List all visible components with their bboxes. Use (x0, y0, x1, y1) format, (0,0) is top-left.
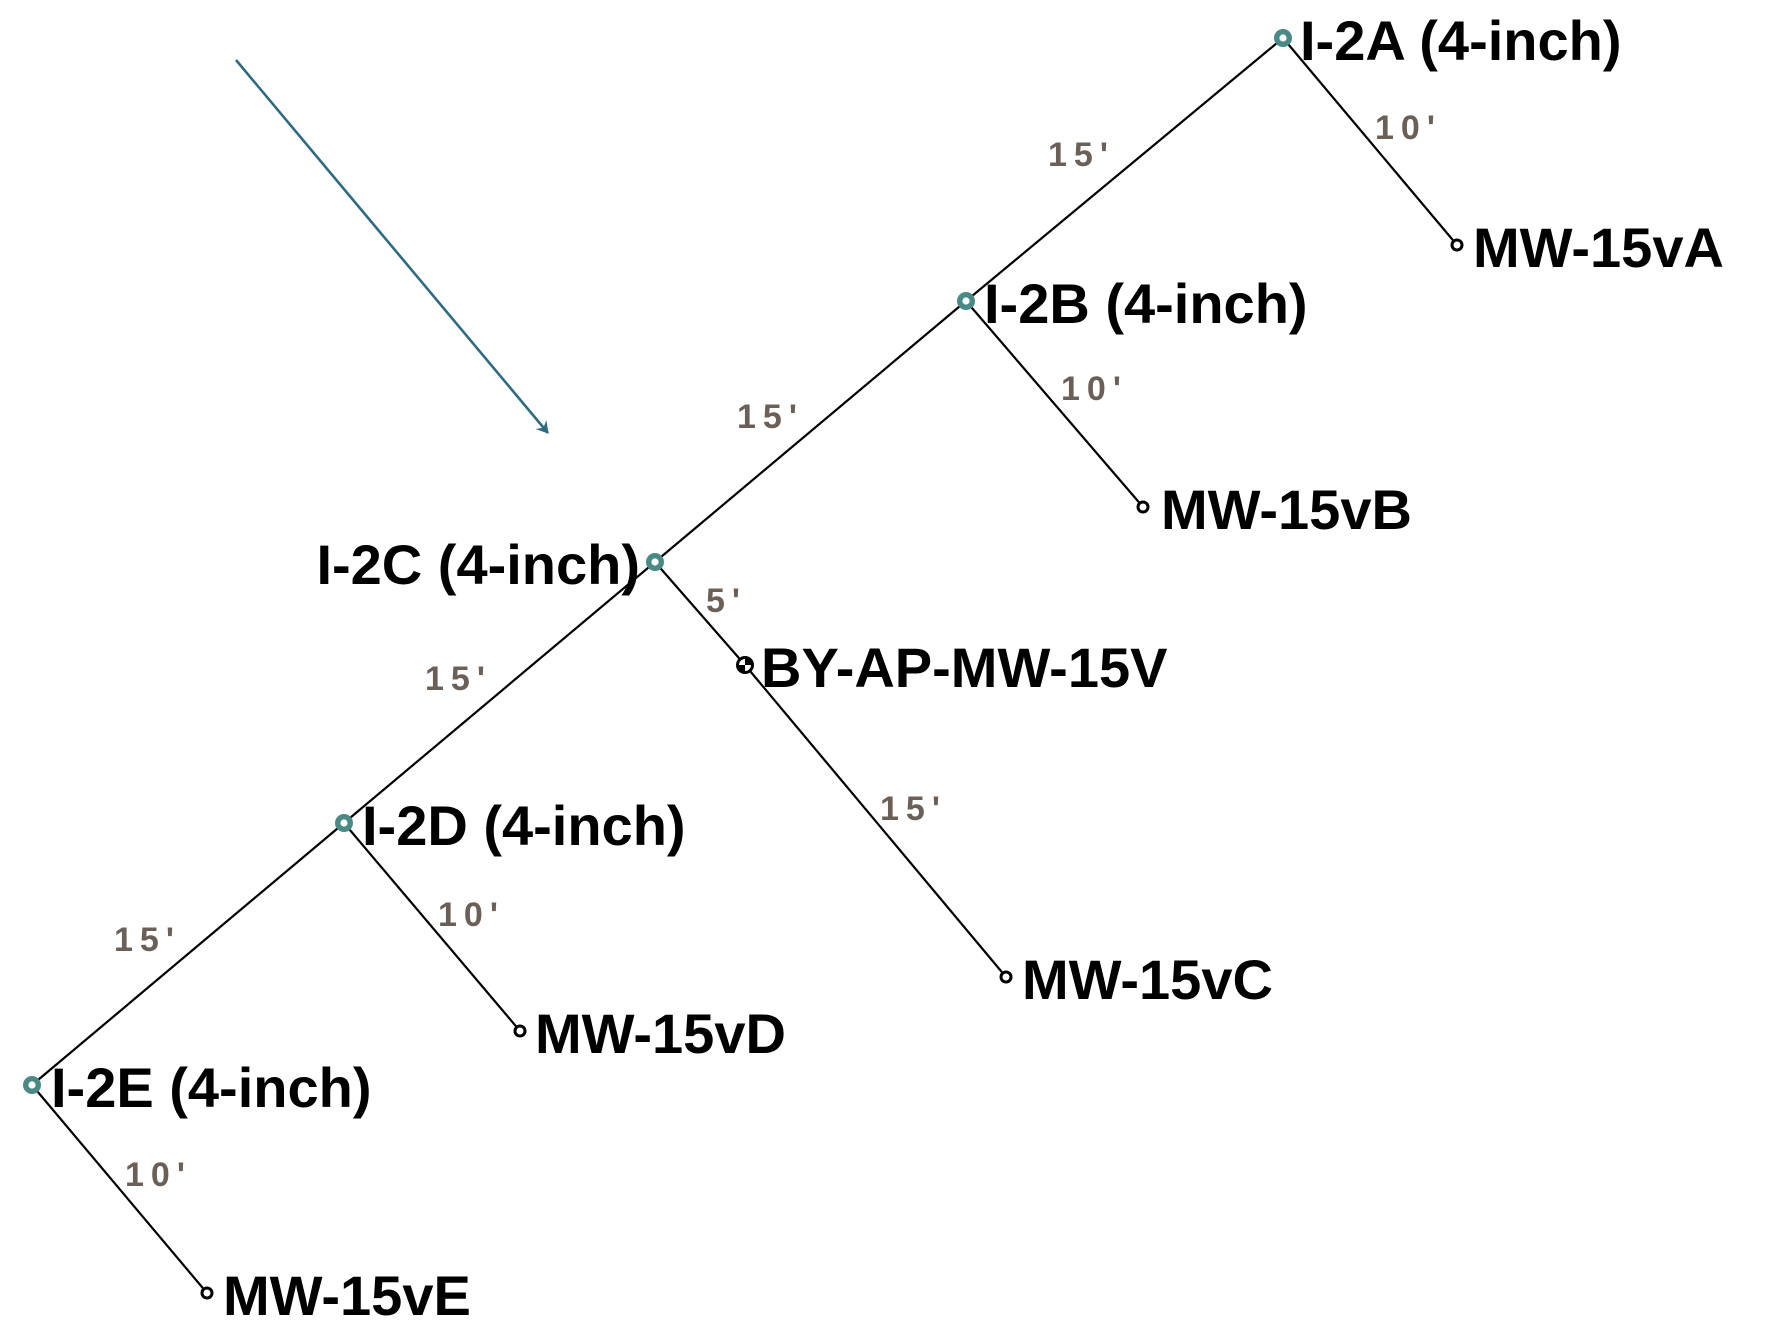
distance-i2e-mw15ve: 10' (125, 1156, 192, 1194)
distance-i2b-mw15vb: 10' (1061, 370, 1128, 408)
label-i2c: I-2C (4-inch) (316, 533, 640, 596)
label-i2d: I-2D (4-inch) (362, 794, 686, 857)
injection-well-i2e (23, 1076, 41, 1094)
distance-i2d-mw15vd: 10' (438, 896, 505, 934)
label-byap: BY-AP-MW-15V (761, 636, 1167, 699)
branch-i2e-mw15ve (31, 1084, 208, 1294)
label-mw15vd: MW-15vD (535, 1002, 786, 1065)
distance-byap-mw15vc: 15' (880, 790, 947, 828)
transect-i2c-i2d (343, 561, 656, 824)
label-mw15vc: MW-15vC (1022, 948, 1273, 1011)
small-ring-node-icon (999, 970, 1013, 984)
transect-i2a-i2b (965, 37, 1284, 302)
small-ring-node-icon (1450, 238, 1464, 252)
transect-i2b-i2c (654, 300, 967, 563)
flow-direction-arrow-icon (235, 59, 549, 434)
small-ring-node-icon (513, 1024, 527, 1038)
label-mw15vb: MW-15vB (1161, 478, 1412, 541)
branch-i2b-mw15vb (965, 300, 1144, 508)
injection-well-i2d (335, 814, 353, 832)
injection-well-i2b (957, 292, 975, 310)
label-i2a: I-2A (4-inch) (1300, 9, 1621, 72)
label-i2e: I-2E (4-inch) (51, 1056, 371, 1119)
transect-i2d-i2e (31, 822, 345, 1086)
distance-i2a-mw15va: 10' (1375, 109, 1442, 147)
branch-i2d-mw15vd (343, 822, 521, 1032)
branch-i2a-mw15va (1282, 37, 1458, 246)
small-ring-node-icon (1136, 500, 1150, 514)
label-mw15ve: MW-15vE (223, 1264, 471, 1321)
distance-i2a-i2b: 15' (1048, 136, 1115, 174)
distance-i2c-byap: 5' (706, 582, 747, 620)
injection-well-i2a (1274, 29, 1292, 47)
injection-well-i2c (646, 553, 664, 571)
branch-i2c-byap (654, 561, 746, 666)
distance-i2b-i2c: 15' (737, 398, 804, 436)
existing-well-byap (736, 656, 754, 674)
small-ring-node-icon (200, 1286, 214, 1300)
distance-i2c-i2d: 15' (425, 660, 492, 698)
distance-i2d-i2e: 15' (114, 921, 181, 959)
branch-byap-mw15vc (744, 664, 1007, 978)
label-mw15va: MW-15vA (1473, 216, 1724, 279)
label-i2b: I-2B (4-inch) (984, 272, 1308, 335)
